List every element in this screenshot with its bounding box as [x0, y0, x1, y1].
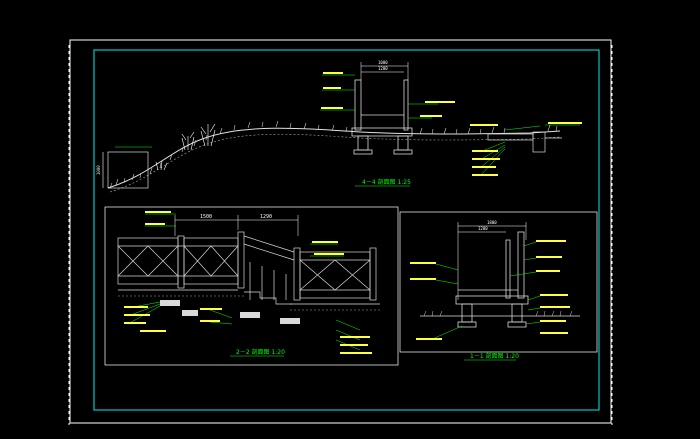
railing-annotation-marks — [321, 72, 455, 117]
outer-sheet-border — [69, 39, 612, 424]
section-2-title: 2－2 剖面图 1:20 — [236, 348, 285, 356]
grass-hatching — [109, 120, 558, 189]
dim-inner-4: 1200 — [378, 66, 388, 71]
railing-section-4 — [351, 79, 413, 155]
section-2-frame — [104, 206, 399, 366]
curb-leaders — [479, 124, 580, 177]
section-1-title: 1－1 剖面图 1:20 — [470, 352, 519, 360]
railing-leaders — [320, 74, 438, 119]
dim-overall-1: 1800 — [487, 220, 497, 225]
hill-ground-line — [107, 127, 561, 189]
dim-inner-1: 1200 — [478, 226, 488, 231]
dim-overall-4: 1000 — [378, 60, 388, 65]
dim-left-2: 1500 — [200, 214, 212, 220]
fence-elevation — [117, 231, 377, 305]
section-2-2: 1500 1290 — [104, 206, 399, 366]
railing-section-1 — [455, 231, 529, 328]
inner-drawing-frame — [93, 49, 600, 411]
footings-2 — [160, 300, 300, 324]
railing-post — [354, 79, 362, 131]
section-2-annotation-marks — [124, 211, 372, 354]
section-1-1: 1800 1200 — [399, 211, 598, 361]
top-dimensions — [360, 62, 409, 80]
hill-subgrade-line — [109, 133, 561, 193]
section-4-title: 4－4 剖面图 1:25 — [362, 178, 411, 186]
section-1-leaders — [429, 241, 541, 341]
left-height-label: 1000 — [96, 165, 101, 175]
grass-hatching-1 — [423, 310, 573, 317]
tree-icon — [155, 123, 216, 171]
section-1-dimensions — [457, 222, 527, 300]
dim-right-2: 1290 — [260, 214, 272, 220]
left-detail-box — [107, 151, 149, 189]
section-1-frame — [399, 211, 598, 353]
curb-annotation-marks — [470, 122, 582, 176]
section-1-annotation-marks — [410, 240, 570, 340]
curb-detail — [487, 131, 562, 153]
section-4-4: 1000 1000 1200 — [96, 60, 582, 193]
section-2-dimensions — [174, 215, 299, 236]
